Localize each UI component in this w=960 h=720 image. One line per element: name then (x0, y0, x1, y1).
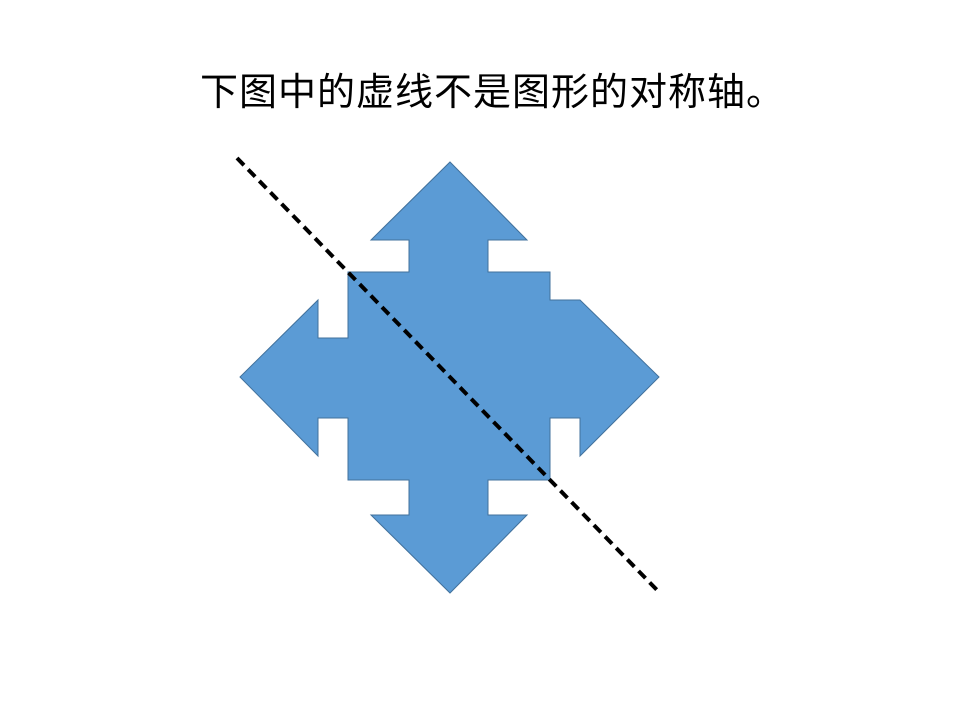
dashed-diagonal-line (235, 156, 659, 592)
statement-text: 下图中的虚线不是图形的对称轴。 (200, 70, 786, 114)
